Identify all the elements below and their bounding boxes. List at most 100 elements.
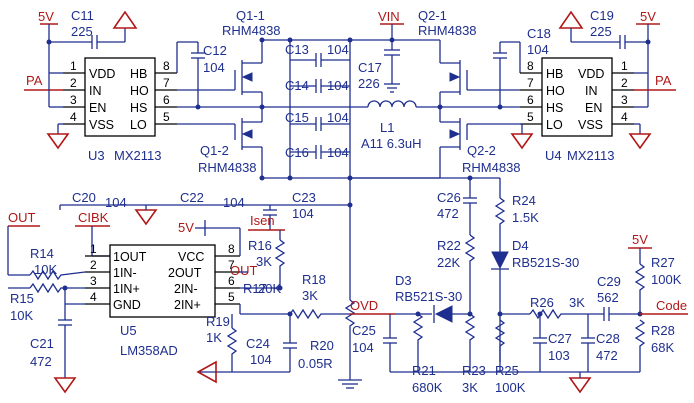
capacitor-c18: C18 104 <box>493 26 551 110</box>
capacitor-c21: C21 472 <box>30 288 85 394</box>
ground-r19 <box>196 360 217 384</box>
capacitor-c13: C13 104 <box>285 42 350 67</box>
svg-text:LM358AD: LM358AD <box>120 343 178 358</box>
svg-text:CIBK: CIBK <box>78 210 109 225</box>
svg-text:HS: HS <box>130 101 147 115</box>
svg-text:C26: C26 <box>437 190 461 205</box>
capacitor-c23: C23 104 <box>263 190 316 230</box>
svg-text:HO: HO <box>546 84 565 98</box>
svg-text:472: 472 <box>30 354 52 369</box>
capacitor-c20: C20 104 <box>59 190 127 210</box>
svg-text:HO: HO <box>130 84 149 98</box>
svg-text:3: 3 <box>70 93 77 107</box>
svg-text:Q1-1: Q1-1 <box>236 8 265 23</box>
svg-text:R25: R25 <box>495 363 519 378</box>
svg-text:C23: C23 <box>292 190 316 205</box>
inductor-l1: L1 A11 6.3uH <box>262 100 443 151</box>
svg-text:C29: C29 <box>597 274 621 289</box>
resistor-r20: R20 0.05R <box>298 299 362 389</box>
ic-u5: 1 2 3 4 1OUT 1IN- 1IN+ GND VCC 2OUT 2IN-… <box>85 242 240 358</box>
diode-d4: D4 RB521S-30 <box>491 235 579 372</box>
resistor-r21: R21 680K <box>412 313 443 395</box>
ground-c20 <box>134 209 158 226</box>
svg-text:U5: U5 <box>120 323 137 338</box>
mosfet-q2-1: Q2-1 RHM4838 <box>418 8 520 107</box>
svg-text:GND: GND <box>113 298 141 312</box>
ground-bottom-right <box>568 377 592 394</box>
resistor-r18: R18 3K <box>239 272 350 320</box>
svg-text:EN: EN <box>585 101 602 115</box>
mosfet-q2-2: Q2-2 RHM4838 <box>439 107 521 178</box>
svg-text:R21: R21 <box>412 363 436 378</box>
svg-text:Q2-2: Q2-2 <box>467 143 496 158</box>
svg-text:LO: LO <box>130 118 147 132</box>
svg-text:C13: C13 <box>285 42 309 57</box>
resistor-r28: R28 68K <box>634 319 675 372</box>
capacitor-c12: C12 104 <box>176 41 227 110</box>
svg-text:OUT: OUT <box>230 263 258 278</box>
resistor-r16: R16 3K <box>248 238 286 288</box>
svg-text:2IN-: 2IN- <box>174 282 198 296</box>
power-5v-right: 5V <box>634 9 660 108</box>
resistor-r17: R17 20K <box>240 281 283 296</box>
svg-text:1K: 1K <box>206 330 222 345</box>
net-pa-right: PA <box>634 73 676 91</box>
svg-text:R27: R27 <box>651 255 675 270</box>
svg-text:OUT: OUT <box>8 210 36 225</box>
svg-text:3K: 3K <box>256 254 272 269</box>
power-label-5v-left: 5V <box>38 9 54 24</box>
capacitor-c24: C24 104 <box>246 314 297 372</box>
svg-text:680K: 680K <box>412 380 443 395</box>
svg-text:R14: R14 <box>30 246 54 261</box>
resistor-r26: R26 3K <box>500 295 585 320</box>
svg-text:IN: IN <box>585 84 598 98</box>
svg-text:104: 104 <box>352 340 374 355</box>
power-vin: VIN <box>378 9 404 50</box>
svg-text:472: 472 <box>596 348 618 363</box>
ic-u4: 8 7 6 5 HB HO HS LO VDD IN EN VSS 1 2 3 … <box>520 57 634 163</box>
svg-text:5V: 5V <box>178 220 194 235</box>
ground-u4 <box>628 133 652 150</box>
ic-u3: 1 2 3 4 VDD IN EN VSS HB HO HS LO 8 7 6 … <box>63 57 177 163</box>
svg-text:C24: C24 <box>246 336 270 351</box>
svg-text:LO: LO <box>546 118 563 132</box>
svg-text:R16: R16 <box>248 238 272 253</box>
svg-text:562: 562 <box>597 290 619 305</box>
svg-text:C18: C18 <box>527 26 551 41</box>
svg-text:R19: R19 <box>206 314 230 329</box>
svg-text:1IN+: 1IN+ <box>113 282 140 296</box>
svg-text:10K: 10K <box>10 308 33 323</box>
svg-text:68K: 68K <box>651 340 674 355</box>
svg-text:104: 104 <box>105 195 127 210</box>
svg-text:U3: U3 <box>88 148 105 163</box>
svg-text:L1: L1 <box>380 120 394 135</box>
net-ovd: OVD <box>350 298 432 317</box>
svg-text:C11: C11 <box>71 8 94 23</box>
svg-text:R23: R23 <box>462 363 486 378</box>
svg-text:C21: C21 <box>30 336 54 351</box>
svg-text:VCC: VCC <box>178 250 204 264</box>
svg-text:1.5K: 1.5K <box>512 210 539 225</box>
svg-text:PA: PA <box>655 73 672 88</box>
svg-text:4: 4 <box>70 110 77 124</box>
net-isen: Isen <box>248 213 285 240</box>
power-5v-code: 5V <box>628 232 652 264</box>
svg-text:EN: EN <box>89 101 106 115</box>
svg-text:7: 7 <box>228 258 235 272</box>
svg-text:D3: D3 <box>395 273 412 288</box>
resistor-r22: R22 22K <box>437 234 476 282</box>
svg-text:7: 7 <box>163 76 170 90</box>
resistor-r15: R15 10K <box>8 282 85 323</box>
svg-text:4: 4 <box>621 110 628 124</box>
svg-text:C12: C12 <box>203 43 227 58</box>
svg-text:R22: R22 <box>437 238 461 253</box>
svg-text:6: 6 <box>163 93 170 107</box>
ground-u3 <box>46 133 70 150</box>
svg-text:225: 225 <box>590 24 612 39</box>
svg-text:3K: 3K <box>569 295 585 310</box>
svg-text:104: 104 <box>223 195 245 210</box>
svg-text:22K: 22K <box>437 255 460 270</box>
resistor-r23: R23 3K <box>462 313 486 395</box>
svg-text:C25: C25 <box>352 323 376 338</box>
